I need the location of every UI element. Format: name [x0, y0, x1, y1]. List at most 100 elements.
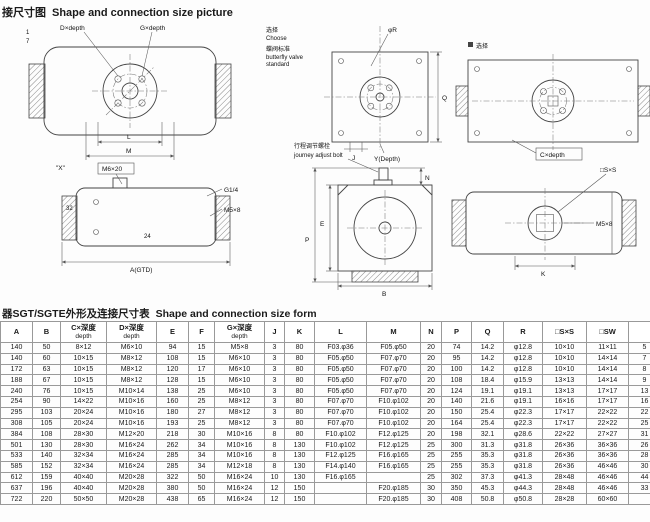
table-cell: F03.φ36: [314, 342, 367, 354]
table-cell: 76: [32, 385, 61, 397]
table-cell: M16×24: [106, 439, 157, 451]
table-cell: [314, 482, 367, 495]
label-d-depth: D×depth: [60, 25, 85, 32]
table-cell: M8×12: [214, 417, 265, 430]
label-a-gtd: A(GTD): [130, 267, 152, 274]
table-cell: M10×16: [106, 417, 157, 430]
section2-title-zh: 器SGT/SGTE外形及连接尺寸表: [2, 308, 150, 320]
table-cell: F14.φ140: [314, 460, 367, 473]
table-cell: 27: [188, 406, 215, 419]
table-cell: 103: [32, 406, 61, 419]
column-header: K: [284, 321, 315, 343]
section2-title-en: Shape and connection size form: [155, 308, 317, 320]
table-cell: 10×10: [542, 352, 587, 365]
label-dim-e: E: [320, 221, 325, 228]
table-cell: 3: [264, 352, 285, 365]
table-cell: M10×16: [214, 449, 265, 462]
label-butterfly-zh: 蝶阀标准: [266, 45, 290, 53]
table-cell: F16.φ165: [314, 471, 367, 484]
label-choose2-zh: 选择: [476, 42, 488, 50]
table-cell: φ19.1: [503, 395, 543, 408]
table-cell: 34: [188, 449, 215, 462]
table-cell: M6×10: [214, 363, 265, 376]
table-cell: F07.φ70: [366, 352, 421, 365]
table-cell: 25.4: [471, 417, 504, 430]
table-cell: 262: [156, 439, 189, 451]
table-cell: 20: [420, 374, 442, 387]
table-cell: 10×10: [542, 342, 587, 354]
table-cell: 32×34: [60, 460, 107, 473]
table-cell: 100: [441, 363, 472, 376]
table-cell: 20: [420, 428, 442, 441]
table-cell: 50: [188, 482, 215, 495]
table-cell: 16×16: [542, 395, 587, 408]
table-cell: 130: [32, 439, 61, 451]
technical-drawings: 1 7 D×depth G×depth L M 选择 Choose 蝶阀标准 b…: [26, 25, 650, 298]
table-cell: F12.φ125: [314, 449, 367, 462]
table-cell: 63: [32, 363, 61, 376]
table-cell: 140: [441, 395, 472, 408]
table-cell: 612: [0, 471, 33, 484]
label-fragment-2: 7: [26, 39, 30, 45]
table-cell: 11×11: [586, 342, 629, 354]
table-cell: 60×60: [586, 493, 629, 505]
table-cell: 140: [32, 449, 61, 462]
label-m5x8: M5×8: [224, 207, 241, 214]
table-cell: 108: [32, 428, 61, 441]
column-header: □SW: [586, 321, 629, 343]
label-dim-n: N: [425, 175, 430, 182]
table-cell: 295: [0, 406, 33, 419]
table-cell: 3: [264, 374, 285, 387]
table-cell: 300: [441, 439, 472, 451]
table-cell: 20: [420, 342, 442, 354]
table-cell: 25: [420, 439, 442, 451]
table-cell: 9: [628, 374, 650, 387]
table-cell: φ12.8: [503, 342, 543, 354]
label-dim-32: 32: [66, 206, 73, 212]
table-cell: 50.8: [471, 493, 504, 505]
table-cell: 10×15: [60, 352, 107, 365]
column-header: □S×S: [542, 321, 587, 343]
table-cell: 14.2: [471, 352, 504, 365]
table-cell: 46×46: [586, 471, 629, 484]
table-cell: 44: [628, 471, 650, 484]
table-cell: 35.3: [471, 449, 504, 462]
table-cell: F16.φ165: [366, 460, 421, 473]
table-cell: 8: [264, 449, 285, 462]
table-cell: 12: [264, 482, 285, 495]
shaft-end-view: □S×S M5×8 K: [451, 167, 637, 278]
table-cell: 533: [0, 449, 33, 462]
table-cell: 501: [0, 439, 33, 451]
table-cell: [366, 471, 421, 484]
column-header: N: [420, 321, 442, 343]
column-header: L: [314, 321, 367, 343]
table-cell: 14×14: [586, 374, 629, 387]
table-cell: 28×48: [542, 482, 587, 495]
table-cell: 12: [264, 493, 285, 505]
table-cell: φ22.3: [503, 406, 543, 419]
table-cell: 25: [420, 460, 442, 473]
table-cell: 25.4: [471, 406, 504, 419]
column-header: [628, 321, 650, 343]
table-cell: 8: [264, 460, 285, 473]
table-cell: [628, 493, 650, 505]
table-cell: 8: [628, 363, 650, 376]
table-cell: φ50.8: [503, 493, 543, 505]
table-cell: M16×24: [106, 449, 157, 462]
table-cell: M6×10: [106, 342, 157, 354]
label-m5x8-shaft: M5×8: [596, 221, 613, 228]
column-header: E: [156, 321, 189, 343]
table-cell: 25: [420, 449, 442, 462]
table-cell: 124: [441, 385, 472, 397]
table-cell: 17×17: [586, 395, 629, 408]
column-header: P: [441, 321, 472, 343]
table-cell: 150: [441, 406, 472, 419]
table-cell: 32.1: [471, 428, 504, 441]
table-cell: φ44.3: [503, 482, 543, 495]
